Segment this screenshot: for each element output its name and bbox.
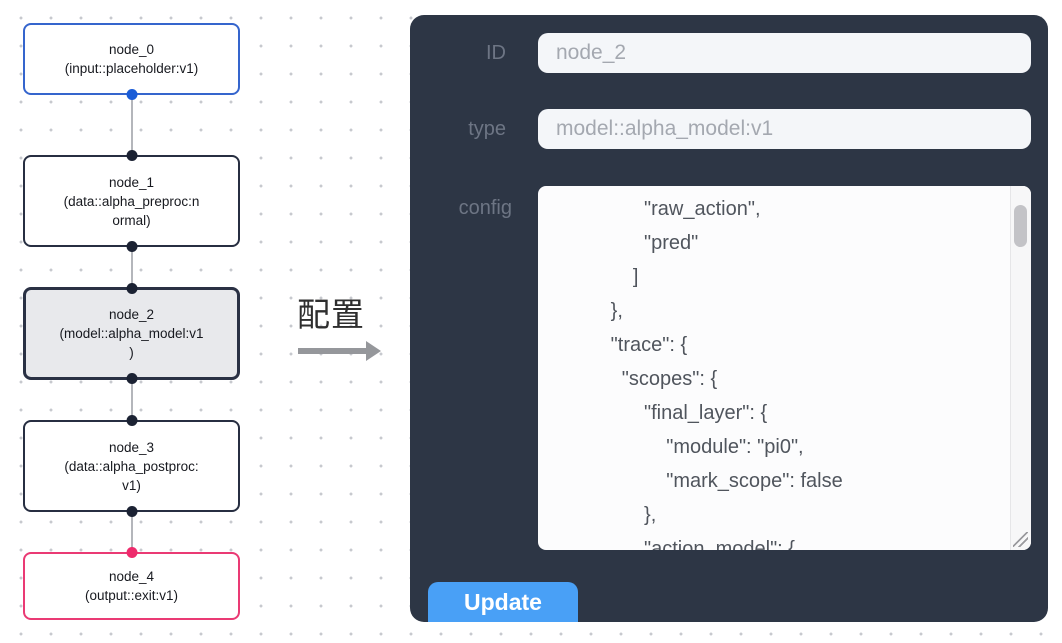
node-config-panel: ID type config "raw_action", "pred" ] },… bbox=[410, 15, 1048, 622]
config-annotation: 配置 bbox=[297, 296, 397, 361]
node-type-label: (model::alpha_model:v1 bbox=[59, 326, 204, 341]
id-field-label: ID bbox=[486, 42, 506, 64]
node-type-label: (input::placeholder:v1) bbox=[64, 61, 199, 76]
flow-node-node_0[interactable]: node_0 (input::placeholder:v1) bbox=[23, 23, 240, 100]
input-port[interactable] bbox=[126, 283, 137, 294]
node-type-label: ) bbox=[129, 345, 134, 360]
node-type-label: (data::alpha_postproc: bbox=[64, 458, 199, 474]
output-port[interactable] bbox=[126, 89, 137, 100]
config-field-label: config bbox=[458, 197, 512, 219]
type-input[interactable] bbox=[538, 109, 1031, 149]
node-type-label: (output::exit:v1) bbox=[84, 588, 179, 603]
config-annotation-label: 配置 bbox=[297, 296, 365, 333]
output-port[interactable] bbox=[126, 373, 137, 384]
edge-node1-node2 bbox=[130, 247, 133, 287]
config-textarea[interactable]: "raw_action", "pred" ] }, "trace": { "sc… bbox=[538, 186, 1031, 550]
node-id-label: node_4 bbox=[108, 569, 155, 584]
input-port[interactable] bbox=[126, 150, 137, 161]
flow-node-node_3[interactable]: node_3 (data::alpha_postproc: v1) bbox=[23, 415, 240, 517]
node-type-label: ormal) bbox=[112, 212, 151, 228]
node-id-label: node_0 bbox=[108, 42, 155, 57]
node-id-label: node_1 bbox=[108, 174, 155, 190]
update-button[interactable]: Update bbox=[428, 582, 578, 622]
edge-node0-node1 bbox=[130, 95, 133, 155]
id-input[interactable] bbox=[538, 33, 1031, 73]
node-id-label: node_2 bbox=[108, 307, 155, 322]
node-type-label: v1) bbox=[122, 477, 141, 493]
flow-node-node_2-selected[interactable]: node_2 (model::alpha_model:v1 ) bbox=[23, 283, 240, 384]
config-scrollbar-thumb[interactable] bbox=[1014, 205, 1027, 247]
flow-node-node_1[interactable]: node_1 (data::alpha_preproc:n ormal) bbox=[23, 150, 240, 252]
textarea-resize-grip-icon[interactable] bbox=[1013, 532, 1028, 547]
output-port[interactable] bbox=[126, 506, 137, 517]
right-arrow-icon bbox=[297, 340, 397, 361]
type-field-label: type bbox=[468, 118, 506, 140]
config-scrollbar-track[interactable] bbox=[1010, 186, 1031, 550]
node-id-label: node_3 bbox=[108, 439, 155, 455]
output-port[interactable] bbox=[126, 241, 137, 252]
input-port[interactable] bbox=[126, 415, 137, 426]
config-json-text: "raw_action", "pred" ] }, "trace": { "sc… bbox=[610, 198, 843, 550]
edge-node3-node4 bbox=[130, 512, 133, 552]
flow-node-node_4[interactable]: node_4 (output::exit:v1) bbox=[23, 547, 240, 620]
edge-node2-node3 bbox=[130, 380, 133, 420]
node-type-label: (data::alpha_preproc:n bbox=[63, 193, 200, 209]
input-port[interactable] bbox=[126, 547, 137, 558]
